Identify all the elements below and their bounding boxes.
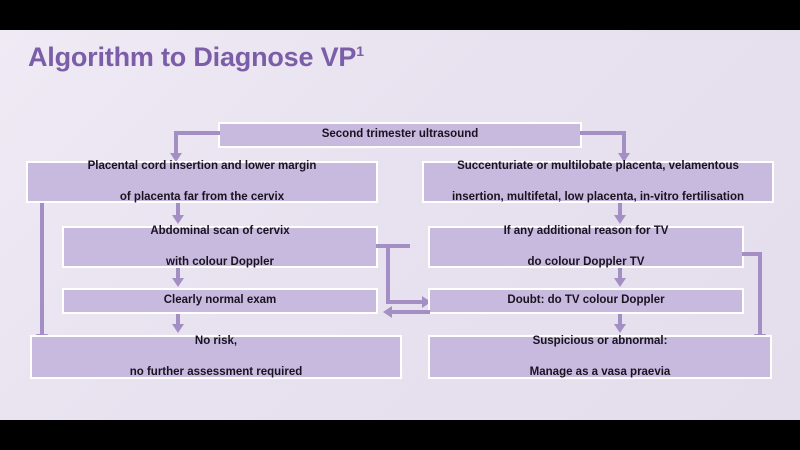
edge-tv-reason-to-suspicious-v	[758, 252, 762, 336]
node-abdominal-label: Abdominal scan of cervix with colour Dop…	[150, 224, 289, 271]
node-abdominal[interactable]: Abdominal scan of cervix with colour Dop…	[62, 224, 378, 271]
node-suspicious-label: Suspicious or abnormal: Manage as a vasa…	[530, 334, 671, 381]
edge-doubt-to-suspicious	[618, 314, 622, 326]
node-low-risk[interactable]: Placental cord insertion and lower margi…	[26, 159, 378, 206]
edge-normal-to-no-risk	[176, 314, 180, 326]
node-normal-label: Clearly normal exam	[163, 294, 277, 307]
node-high-risk[interactable]: Succenturiate or multilobate placenta, v…	[422, 159, 774, 206]
edge-abdominal-to-normal	[176, 268, 180, 280]
node-low-risk-line1: Placental cord insertion and lower margi…	[87, 159, 317, 172]
arrowhead-tv-reason-to-doubt	[614, 278, 626, 287]
node-suspicious-line2: Manage as a vasa praevia	[529, 365, 671, 378]
arrowhead-high-risk-to-tv-reason	[614, 215, 626, 224]
arrowhead-low-risk-to-abdominal	[172, 215, 184, 224]
node-tv-reason[interactable]: If any additional reason for TV do colou…	[428, 224, 744, 271]
node-doubt-label: Doubt: do TV colour Doppler	[507, 294, 665, 307]
edge-doubt-to-normal	[392, 310, 430, 314]
edge-low-risk-to-abdominal	[176, 203, 180, 217]
node-high-risk-line1: Succenturiate or multilobate placenta, v…	[457, 159, 739, 172]
node-low-risk-line2: of placenta far from the cervix	[119, 190, 285, 203]
node-start-label: Second trimester ultrasound	[321, 128, 479, 141]
arrowhead-abdominal-to-normal	[172, 278, 184, 287]
node-suspicious[interactable]: Suspicious or abnormal: Manage as a vasa…	[428, 335, 772, 379]
node-high-risk-label: Succenturiate or multilobate placenta, v…	[452, 159, 744, 206]
edge-start-to-low-risk-v	[174, 131, 178, 155]
arrowhead-start-to-high-risk	[618, 153, 630, 162]
node-tv-reason-label: If any additional reason for TV do colou…	[504, 224, 669, 271]
node-low-risk-label: Placental cord insertion and lower margi…	[88, 159, 317, 206]
arrowhead-normal-to-no-risk	[172, 324, 184, 333]
title-superscript: 1	[356, 43, 364, 59]
node-no-risk-label: No risk, no further assessment required	[130, 334, 303, 381]
edge-start-to-low-risk-h	[174, 131, 220, 135]
node-abdominal-line2: with colour Doppler	[166, 255, 274, 268]
edge-tv-reason-to-doubt	[618, 268, 622, 280]
edge-start-to-high-risk-h	[580, 131, 626, 135]
node-normal[interactable]: Clearly normal exam	[62, 288, 378, 314]
node-no-risk-line1: No risk,	[194, 334, 238, 347]
edge-low-risk-to-no-risk	[40, 203, 44, 336]
edge-abdominal-to-doubt-h2	[386, 300, 424, 304]
node-no-risk-line2: no further assessment required	[129, 365, 303, 378]
arrowhead-doubt-to-suspicious	[614, 324, 626, 333]
node-no-risk[interactable]: No risk, no further assessment required	[30, 335, 402, 379]
node-tv-reason-line1: If any additional reason for TV	[503, 224, 669, 237]
page-title: Algorithm to Diagnose VP1	[28, 42, 364, 72]
node-doubt[interactable]: Doubt: do TV colour Doppler	[428, 288, 744, 314]
letterbox-top	[0, 0, 800, 30]
arrowhead-start-to-low-risk	[170, 153, 182, 162]
edge-abdominal-to-doubt-h1	[376, 244, 410, 248]
node-abdominal-line1: Abdominal scan of cervix	[150, 224, 290, 237]
edge-tv-reason-to-suspicious-h	[742, 252, 762, 256]
edge-high-risk-to-tv-reason	[618, 203, 622, 217]
slide-canvas: Algorithm to Diagnose VP1 Second trimest…	[0, 30, 800, 420]
node-tv-reason-line2: do colour Doppler TV	[527, 255, 645, 268]
node-start[interactable]: Second trimester ultrasound	[218, 122, 582, 148]
arrowhead-doubt-to-normal	[383, 306, 392, 318]
edge-abdominal-to-doubt-v	[386, 244, 390, 304]
edge-start-to-high-risk-v	[622, 131, 626, 155]
node-high-risk-line2: insertion, multifetal, low placenta, in-…	[451, 190, 744, 203]
letterbox-bottom	[0, 420, 800, 450]
arrowhead-abdominal-to-doubt	[422, 296, 431, 308]
node-suspicious-line1: Suspicious or abnormal:	[532, 334, 668, 347]
